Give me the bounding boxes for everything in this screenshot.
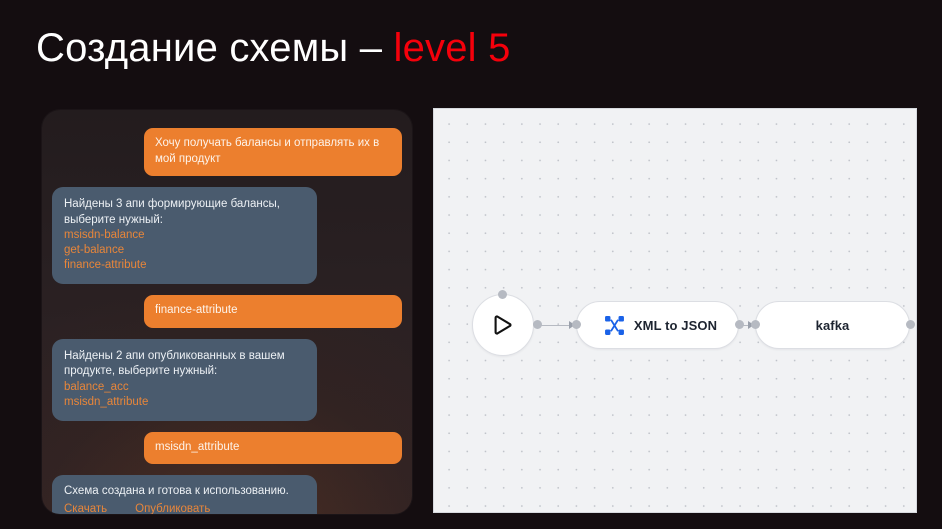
bot-message-text: Найдены 2 апи опубликованных в вашем про… <box>64 349 285 378</box>
api-option-link[interactable]: finance-attribute <box>64 259 147 271</box>
page-title-dash: – <box>359 26 383 70</box>
page-title: Создание схемы – level 5 <box>36 26 511 71</box>
bot-message-bubble: Найдены 3 апи формирующие балансы, выбер… <box>52 187 317 284</box>
bot-message-text: Найдены 3 апи формирующие балансы, выбер… <box>64 198 280 226</box>
message-action-row: Скачать Опубликовать <box>64 501 305 515</box>
api-option-link[interactable]: msisdn-balance <box>64 229 145 241</box>
chat-message-row: msisdn_attribute <box>42 431 412 464</box>
bot-message-bubble: Найдены 2 апи опубликованных в вашем про… <box>52 338 317 421</box>
chat-message-row: Схема создана и готова к использованию. … <box>42 475 412 514</box>
edge-start-to-transform <box>538 324 570 326</box>
chat-message-row: Хочу получать балансы и отправлять их в … <box>42 128 412 176</box>
bot-message-bubble: Схема создана и готова к использованию. … <box>52 475 317 514</box>
node-port-transform-left[interactable] <box>572 320 581 329</box>
node-port-kafka-right[interactable] <box>906 320 915 329</box>
user-message-bubble: Хочу получать балансы и отправлять их в … <box>144 128 402 176</box>
download-link[interactable]: Скачать <box>64 502 108 515</box>
chat-message-list[interactable]: Хочу получать балансы и отправлять их в … <box>42 110 412 514</box>
page-title-main: Создание схемы <box>36 26 349 70</box>
play-icon <box>494 315 512 335</box>
chat-message-row: Найдены 2 апи опубликованных в вашем про… <box>42 338 412 421</box>
flow-node-start[interactable] <box>472 294 534 356</box>
node-port-start-top[interactable] <box>498 290 507 299</box>
transform-shuffle-icon <box>604 315 624 335</box>
node-port-start-right[interactable] <box>533 320 542 329</box>
flow-node-kafka[interactable]: kafka <box>755 301 910 349</box>
api-option-link[interactable]: get-balance <box>64 244 125 256</box>
user-message-bubble: finance-attribute <box>144 295 402 328</box>
node-port-kafka-left[interactable] <box>751 320 760 329</box>
flow-diagram-canvas[interactable]: XML to JSON kafka <box>433 108 917 513</box>
api-option-link[interactable]: balance_acc <box>64 380 129 393</box>
bot-message-text: Схема создана и готова к использованию. <box>64 485 289 497</box>
publish-link[interactable]: Опубликовать <box>135 502 211 515</box>
chat-message-row: Найдены 3 апи формирующие балансы, выбер… <box>42 187 412 284</box>
node-port-transform-right[interactable] <box>735 320 744 329</box>
page-title-accent: level 5 <box>393 26 511 70</box>
user-message-bubble: msisdn_attribute <box>144 431 402 464</box>
api-option-link[interactable]: msisdn_attribute <box>64 395 149 408</box>
flow-node-kafka-label: kafka <box>815 317 850 333</box>
chat-message-row: finance-attribute <box>42 295 412 328</box>
flow-node-transform-label: XML to JSON <box>633 317 718 333</box>
chat-panel: Хочу получать балансы и отправлять их в … <box>42 110 412 514</box>
edge-transform-to-kafka <box>743 324 750 326</box>
flow-node-transform[interactable]: XML to JSON <box>576 301 739 349</box>
